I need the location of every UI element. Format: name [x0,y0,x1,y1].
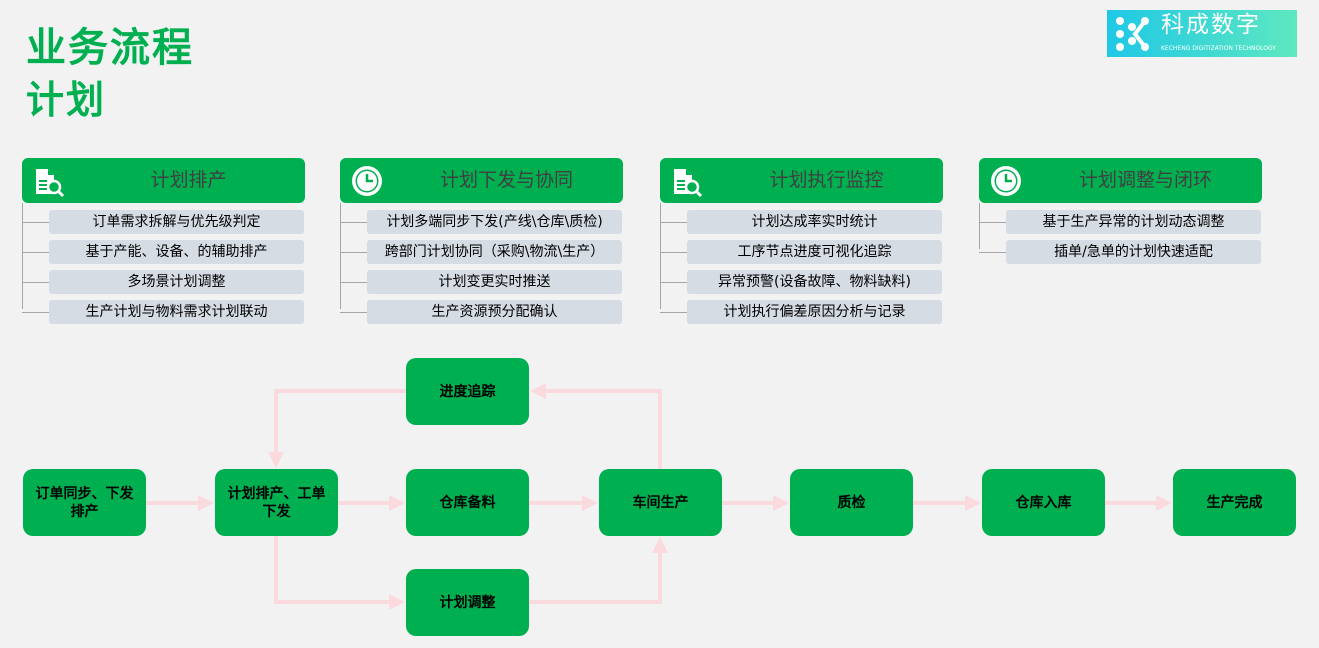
tree-line [340,203,341,309]
page-subtitle: 计划 [26,78,107,122]
card-item: 基于产能、设备、的辅助排产 [22,240,304,264]
flow-node-plan-adjust: 计划调整 [406,569,529,636]
card-header: 计划排产 [22,158,305,203]
flow-node-complete: 生产完成 [1173,469,1296,536]
card-header: 计划执行监控 [660,158,943,203]
page-title: 业务流程 [26,25,194,71]
tree-line [22,203,23,309]
logo-tagline: KECHENG DIGITIZATION TECHNOLOGY [1161,45,1277,52]
card-item: 多场景计划调整 [22,270,304,294]
card-header: 计划下发与协同 [340,158,623,203]
card-title: 计划执行监控 [769,169,884,191]
logo-mark-icon [1116,17,1149,51]
arrow-workshop-to-track [530,383,662,469]
card-item: 计划变更实时推送 [340,270,622,294]
card-title: 计划排产 [150,169,227,191]
card-title: 计划下发与协同 [439,169,573,191]
card-item: 生产资源预分配确认 [340,300,622,324]
category-card: 计划调整与闭环基于生产异常的计划动态调整插单/急单的计划快速适配 [979,158,1262,264]
card-item: 生产计划与物料需求计划联动 [22,300,304,324]
card-item: 计划执行偏差原因分析与记录 [660,300,942,324]
card-item: 计划达成率实时统计 [660,210,942,234]
category-card: 计划下发与协同计划多端同步下发(产线\仓库\质检) 跨部门计划协同（采购\物流\生… [340,158,623,324]
card-item: 计划多端同步下发(产线\仓库\质检) [340,210,622,234]
card-item: 基于生产异常的计划动态调整 [979,210,1261,234]
card-item: 异常预警(设备故障、物料缺料) [660,270,942,294]
flow-node-warehouse-prep: 仓库备料 [406,469,529,536]
card-item: 插单/急单的计划快速适配 [979,240,1261,264]
arrow-adjust-to-workshop [529,537,668,604]
category-card: 计划执行监控计划达成率实时统计工序节点进度可视化追踪异常预警(设备故障、物料缺料… [660,158,943,324]
arrow-plan-to-adjust [274,536,405,610]
logo-name: 科成数字 [1161,12,1261,38]
card-item: 订单需求拆解与优先级判定 [22,210,304,234]
card-item: 跨部门计划协同（采购\物流\生产） [340,240,622,264]
card-title: 计划调整与闭环 [1078,169,1212,191]
card-item: 工序节点进度可视化追踪 [660,240,942,264]
tree-line [979,203,980,249]
category-card: 计划排产订单需求拆解与优先级判定基于产能、设备、的辅助排产多场景计划调整生产计划… [22,158,305,324]
tree-line [660,203,661,309]
flow-node-workshop: 车间生产 [599,469,722,536]
arrow-track-to-plan [268,389,406,468]
flow-node-warehouse-in: 仓库入库 [982,469,1105,536]
flow-node-progress-tracking: 进度追踪 [406,358,529,425]
flow-node-plan-schedule: 计划排产、工单下发 [215,469,338,536]
card-header: 计划调整与闭环 [979,158,1262,203]
company-logo: 科成数字 KECHENG DIGITIZATION TECHNOLOGY [1107,10,1297,57]
flow-node-order-sync: 订单同步、下发排产 [23,469,146,536]
flow-node-qc: 质检 [790,469,913,536]
